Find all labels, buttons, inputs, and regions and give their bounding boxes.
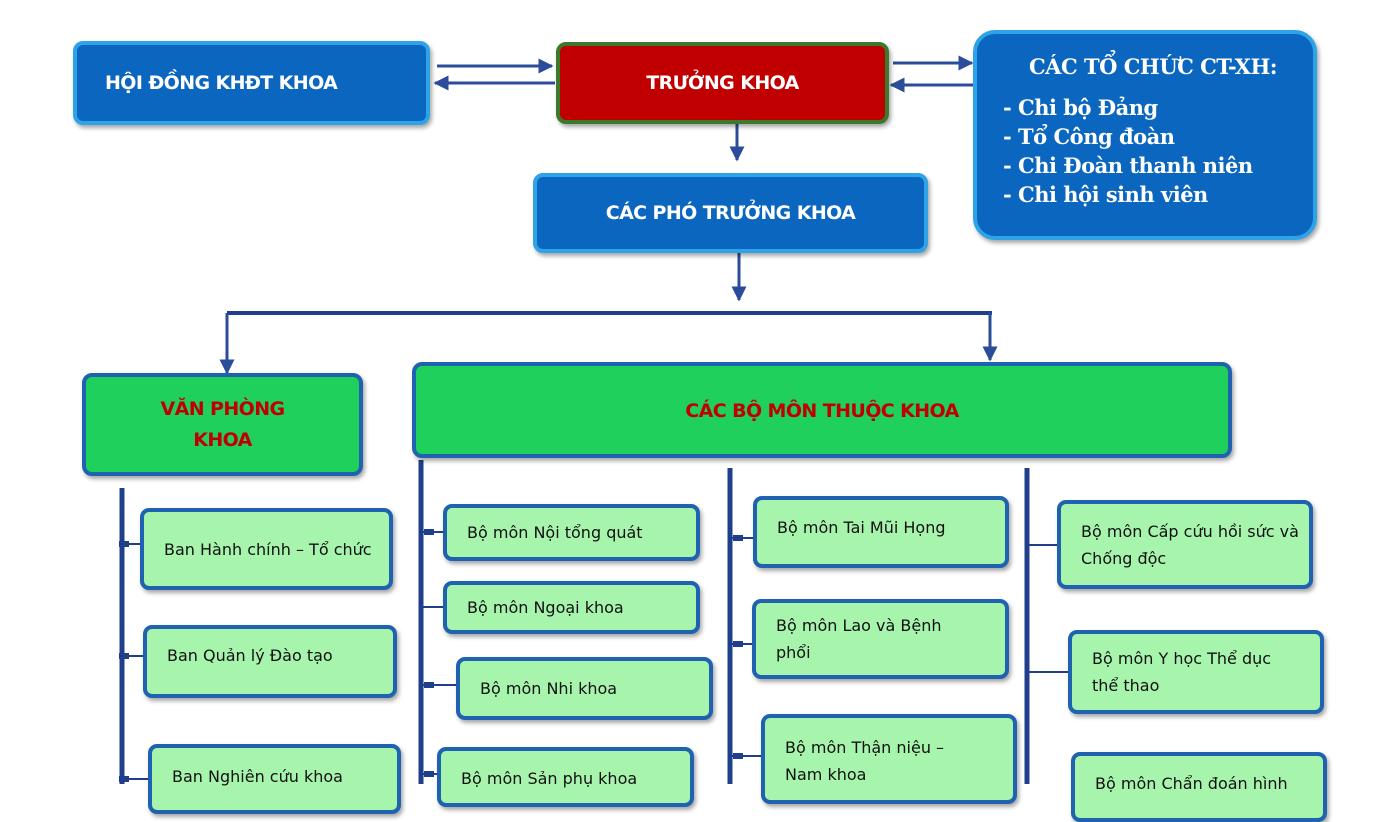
department-label: Bộ môn Tai Mũi Họng <box>777 518 946 537</box>
department-item: Bộ môn Nội tổng quát <box>443 504 700 561</box>
organization-item: - Chi bộ Đảng <box>1003 95 1158 120</box>
office-item-research: Ban Nghiên cứu khoa <box>148 744 401 814</box>
office-item-label: Ban Hành chính – Tổ chức <box>164 539 372 559</box>
dean-box: TRƯỞNG KHOA <box>556 42 889 124</box>
office-item-label: Ban Quản lý Đào tạo <box>167 646 333 665</box>
organization-item: - Chi hội sinh viên <box>1003 182 1208 207</box>
organization-item: - Tổ Công đoàn <box>1003 124 1175 149</box>
department-item: Bộ môn Chẩn đoán hình <box>1071 752 1327 822</box>
council-box: HỘI ĐỒNG KHĐT KHOA <box>73 41 430 125</box>
office-title-line1: VĂN PHÒNG <box>160 397 285 420</box>
dean-label: TRƯỞNG KHOA <box>646 72 799 94</box>
department-label: Bộ môn Cấp cứu hồi sức và Chống độc <box>1081 521 1299 568</box>
department-label: Bộ môn Lao và Bệnh phổi <box>776 616 942 662</box>
department-item: Bộ môn Thận niệu – Nam khoa <box>761 714 1017 804</box>
organizations-title: CÁC TỔ CHỨC CT-XH: <box>1028 54 1278 79</box>
vice-deans-box: CÁC PHÓ TRƯỞNG KHOA <box>533 173 928 253</box>
connector-lines <box>119 55 1068 784</box>
office-item-admin: Ban Hành chính – Tổ chức <box>140 508 393 590</box>
department-item: Bộ môn Sản phụ khoa <box>437 747 694 807</box>
department-label: Bộ môn Nhi khoa <box>480 679 618 698</box>
departments-title: CÁC BỘ MÔN THUỘC KHOA <box>685 400 959 422</box>
organization-item: - Chi Đoàn thanh niên <box>1003 153 1253 178</box>
office-item-label: Ban Nghiên cứu khoa <box>172 767 343 786</box>
office-item-training: Ban Quản lý Đào tạo <box>143 625 397 698</box>
department-label: Bộ môn Thận niệu – Nam khoa <box>785 738 945 784</box>
department-label: Bộ môn Y học Thể dục thể thao <box>1092 649 1272 695</box>
organizations-box: CÁC TỔ CHỨC CT-XH: - Chi bộ Đảng - Tổ Cô… <box>973 30 1317 240</box>
department-item: Bộ môn Nhi khoa <box>456 657 713 720</box>
department-item: Bộ môn Tai Mũi Họng <box>753 496 1009 568</box>
office-title-line2: KHOA <box>193 428 252 451</box>
department-label: Bộ môn Sản phụ khoa <box>461 769 638 788</box>
office-header-box: VĂN PHÒNG KHOA <box>82 373 363 476</box>
department-item: Bộ môn Cấp cứu hồi sức và Chống độc <box>1057 500 1313 589</box>
departments-header-box: CÁC BỘ MÔN THUỘC KHOA <box>412 362 1232 458</box>
department-label: Bộ môn Ngoại khoa <box>467 598 624 617</box>
department-item: Bộ môn Ngoại khoa <box>443 581 700 634</box>
council-label: HỘI ĐỒNG KHĐT KHOA <box>105 72 338 94</box>
department-label: Bộ môn Nội tổng quát <box>467 523 643 542</box>
vice-deans-label: CÁC PHÓ TRƯỞNG KHOA <box>605 202 856 224</box>
department-item: Bộ môn Lao và Bệnh phổi <box>752 599 1009 679</box>
department-item: Bộ môn Y học Thể dục thể thao <box>1068 630 1324 714</box>
